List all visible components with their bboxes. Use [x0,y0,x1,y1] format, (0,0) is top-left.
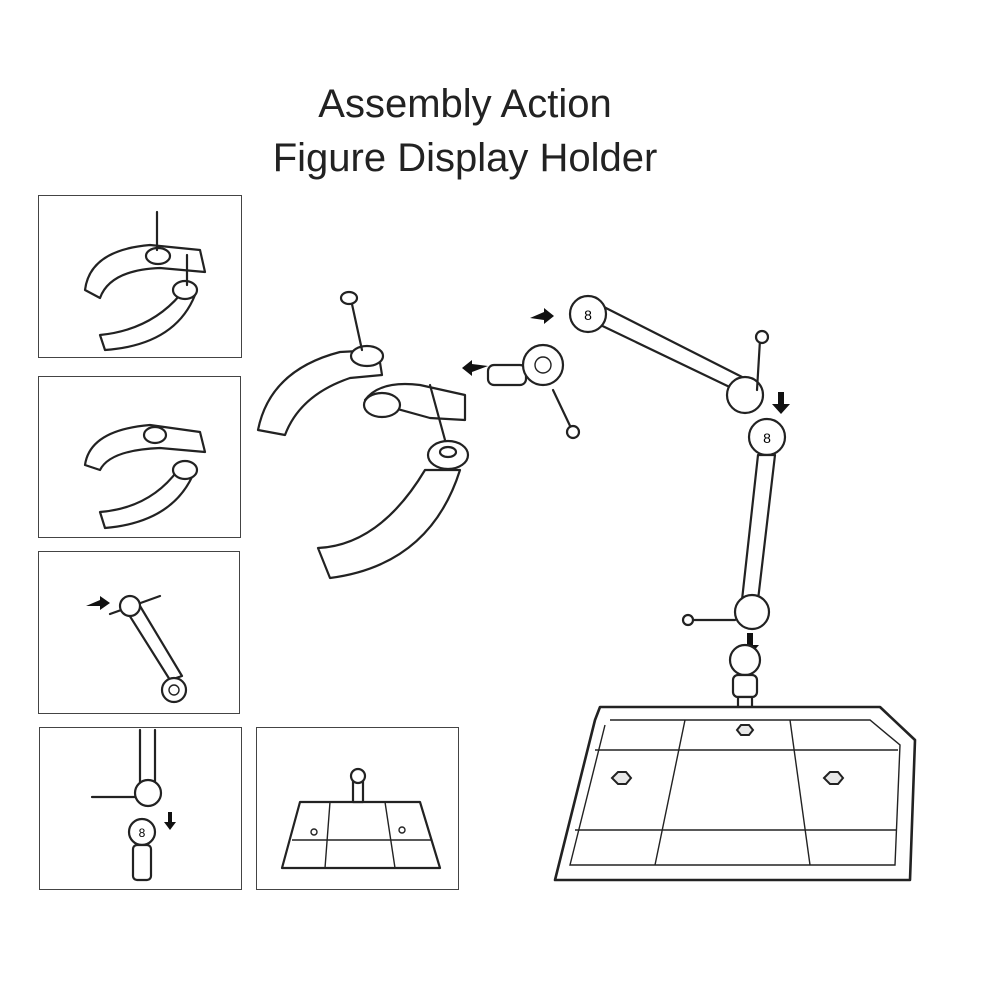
panel3-arm-drawing [86,594,188,704]
main-arm: 8 8 [568,294,790,724]
main-base-plate [553,705,917,882]
title-line-1: Assembly Action [318,82,612,126]
svg-text:8: 8 [139,826,146,840]
arrow-icon [530,308,554,324]
main-clip-lower [316,360,488,580]
title-line-2: Figure Display Holder [272,136,658,180]
panel2-clip-drawing [83,423,207,530]
panel1-clip-drawing [83,210,207,352]
svg-text:8: 8 [763,430,771,446]
svg-text:8: 8 [584,307,592,323]
panel5-base-drawing [280,767,442,870]
panel4-joint-drawing: 8 [90,728,176,882]
main-connector [486,343,581,440]
main-clip-upper [256,290,385,437]
